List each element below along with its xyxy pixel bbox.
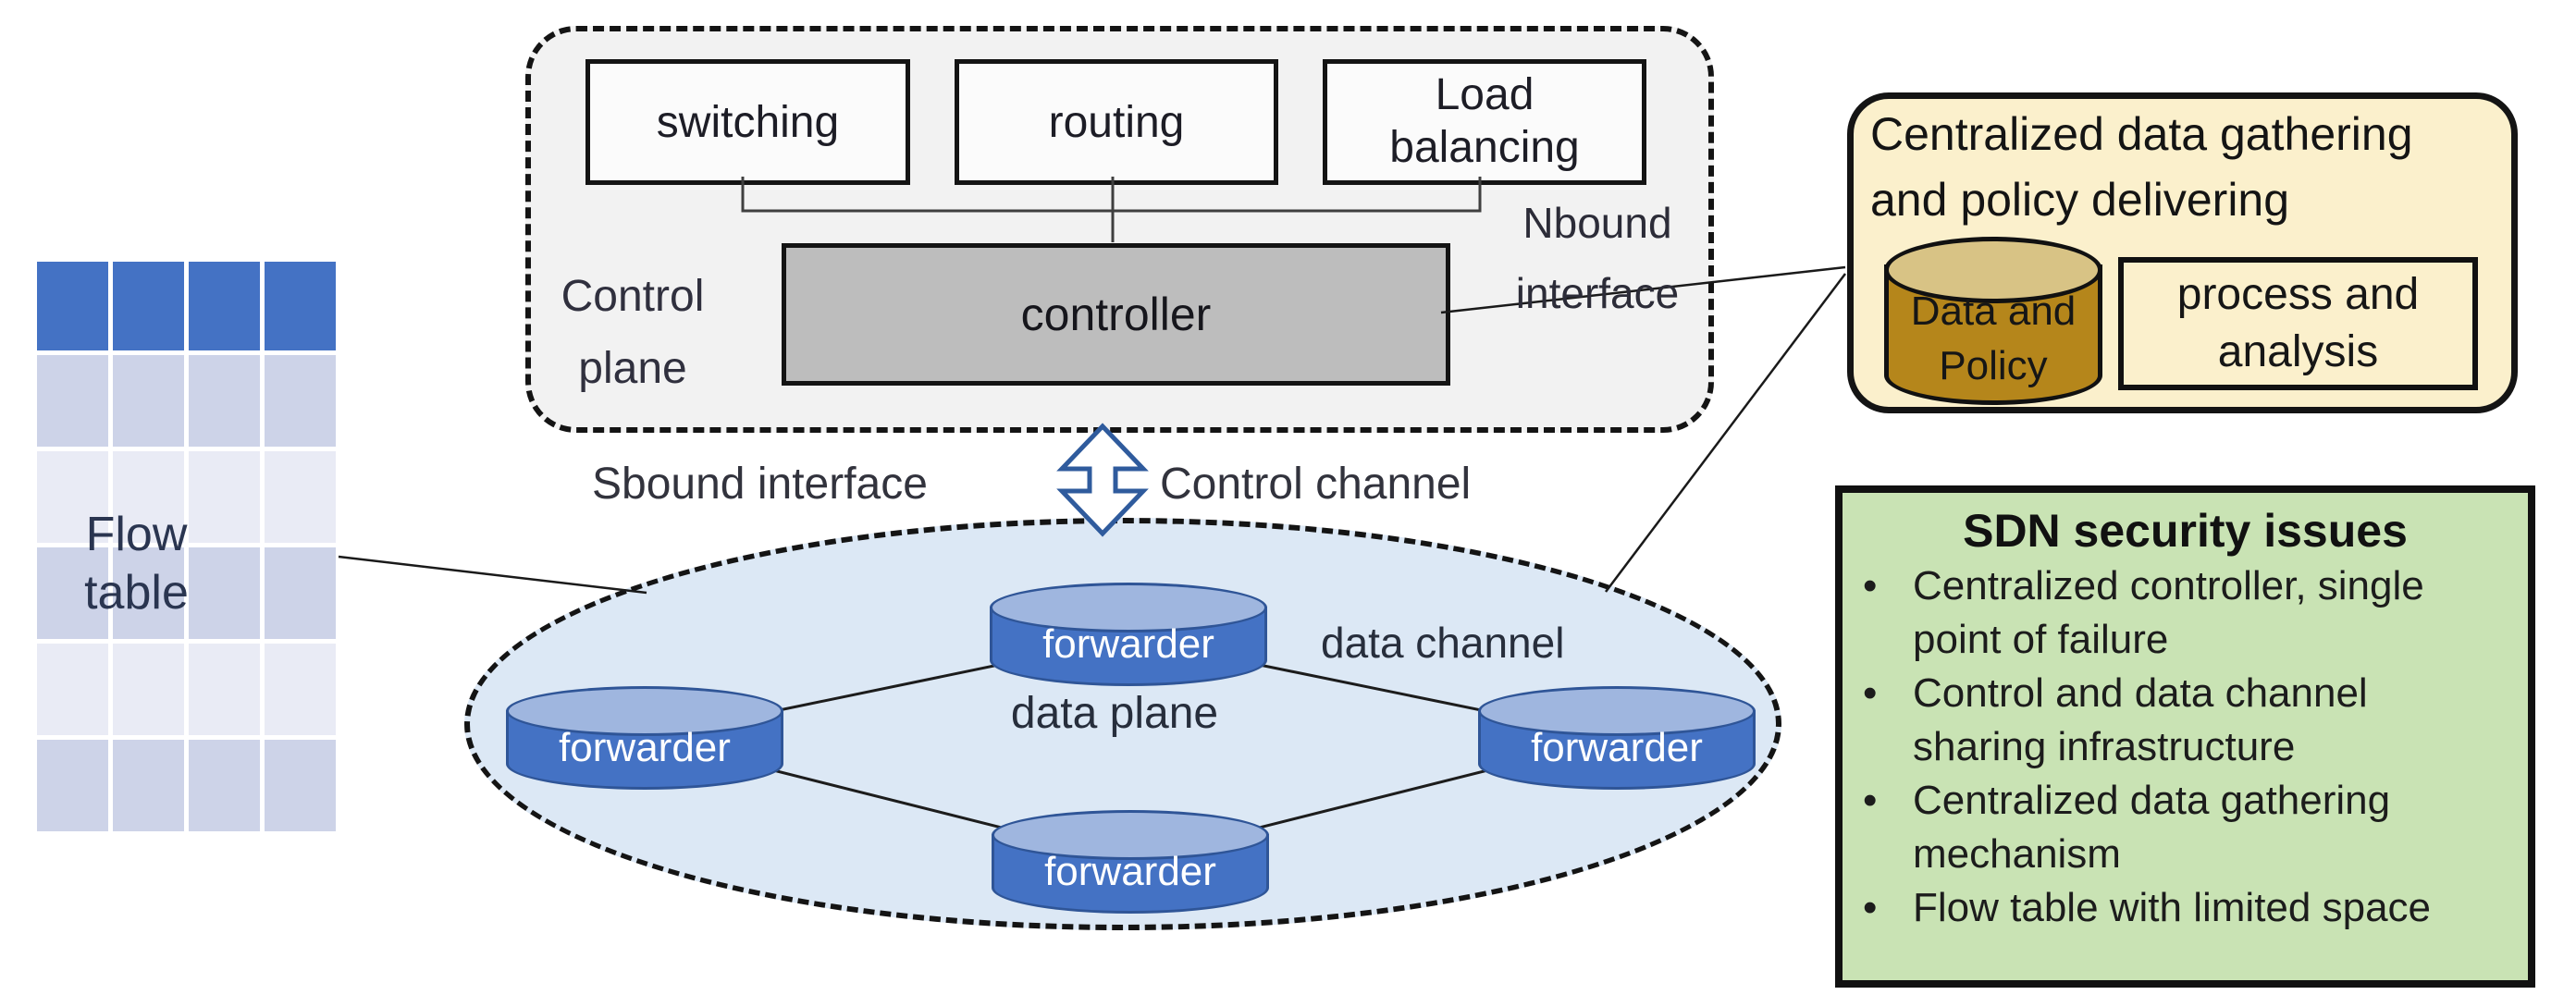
flow-table-label: Flow table [84,508,189,620]
data-gathering-title: Centralized data gathering and policy de… [1870,108,2413,226]
flow-table-cell [37,355,108,447]
flow-table-cell [37,740,108,831]
controller-label: controller [1020,289,1212,340]
security-bullet-item: Flow table with limited space [1855,881,2514,935]
flow-table-cell [113,547,184,639]
process-analysis-label: process and analysis [2176,269,2420,376]
forwarder-label: forwarder [1044,849,1216,894]
flow-table-cell [113,355,184,447]
flow-table-cell [189,262,260,350]
flow-table-cell [265,644,336,735]
forwarder-label: forwarder [1042,621,1214,667]
routing-module-box: routing [955,59,1278,185]
forwarder-top: forwarder [990,583,1267,686]
sbound-interface-label: Sbound interface [592,460,928,509]
data-and-policy-label: Data and Policy [1910,289,2077,388]
flow-table-cell [189,355,260,447]
forwarder-label: forwarder [1531,725,1703,770]
flow-table-cell [265,547,336,639]
flow-table-cell [265,451,336,543]
flow-table-cell [265,740,336,831]
routing-label: routing [1048,97,1185,147]
flow-table-cell [265,262,336,350]
load-balancing-module-box: Load balancing [1323,59,1646,185]
process-analysis-box: process and analysis [2118,257,2478,390]
load-balancing-label: Load balancing [1389,70,1580,172]
switching-label: switching [656,97,840,147]
flow-table-cell [37,644,108,735]
flow-table-callout-line [338,555,647,595]
flow-table-cell [113,740,184,831]
nbound-interface-label: Nbound interface [1515,199,1680,318]
sdn-security-issues-title: SDN security issues [1963,505,2408,557]
forwarder-bottom: forwarder [992,810,1269,914]
data-and-policy-cylinder: Data and Policy [1884,237,2102,405]
flow-table-cell [113,451,184,543]
flow-table-cell [189,451,260,543]
flow-table-cell [113,262,184,350]
sdn-security-issues-box: SDN security issues Centralized controll… [1835,485,2535,988]
flow-table-cell [189,644,260,735]
forwarder-label: forwarder [559,725,731,770]
flow-table-cell [113,644,184,735]
forwarder-right: forwarder [1478,686,1756,790]
cylinder-cap [1884,237,2102,303]
controller-box: controller [782,243,1450,386]
control-plane-label: Control plane [561,272,705,393]
sdn-security-issues-list: Centralized controller, single point of … [1855,559,2514,936]
cylinder-cap [990,583,1267,632]
flow-table-cell [189,740,260,831]
data-plane-label: data plane [1010,689,1219,738]
control-channel-label: Control channel [1160,460,1472,509]
flow-table-cell [265,355,336,447]
flow-table-cell [37,547,108,639]
data-channel-label: data channel [1321,619,1565,667]
flow-table [37,262,336,831]
flow-table-cell [37,451,108,543]
flow-table-cell [37,262,108,350]
security-bullet-item: Centralized data gathering mechanism [1855,774,2514,881]
switching-module-box: switching [585,59,910,185]
flow-table-cell [189,547,260,639]
security-bullet-item: Control and data channel sharing infrast… [1855,667,2514,774]
security-bullet-item: Centralized controller, single point of … [1855,559,2514,667]
forwarder-left: forwarder [506,686,783,790]
